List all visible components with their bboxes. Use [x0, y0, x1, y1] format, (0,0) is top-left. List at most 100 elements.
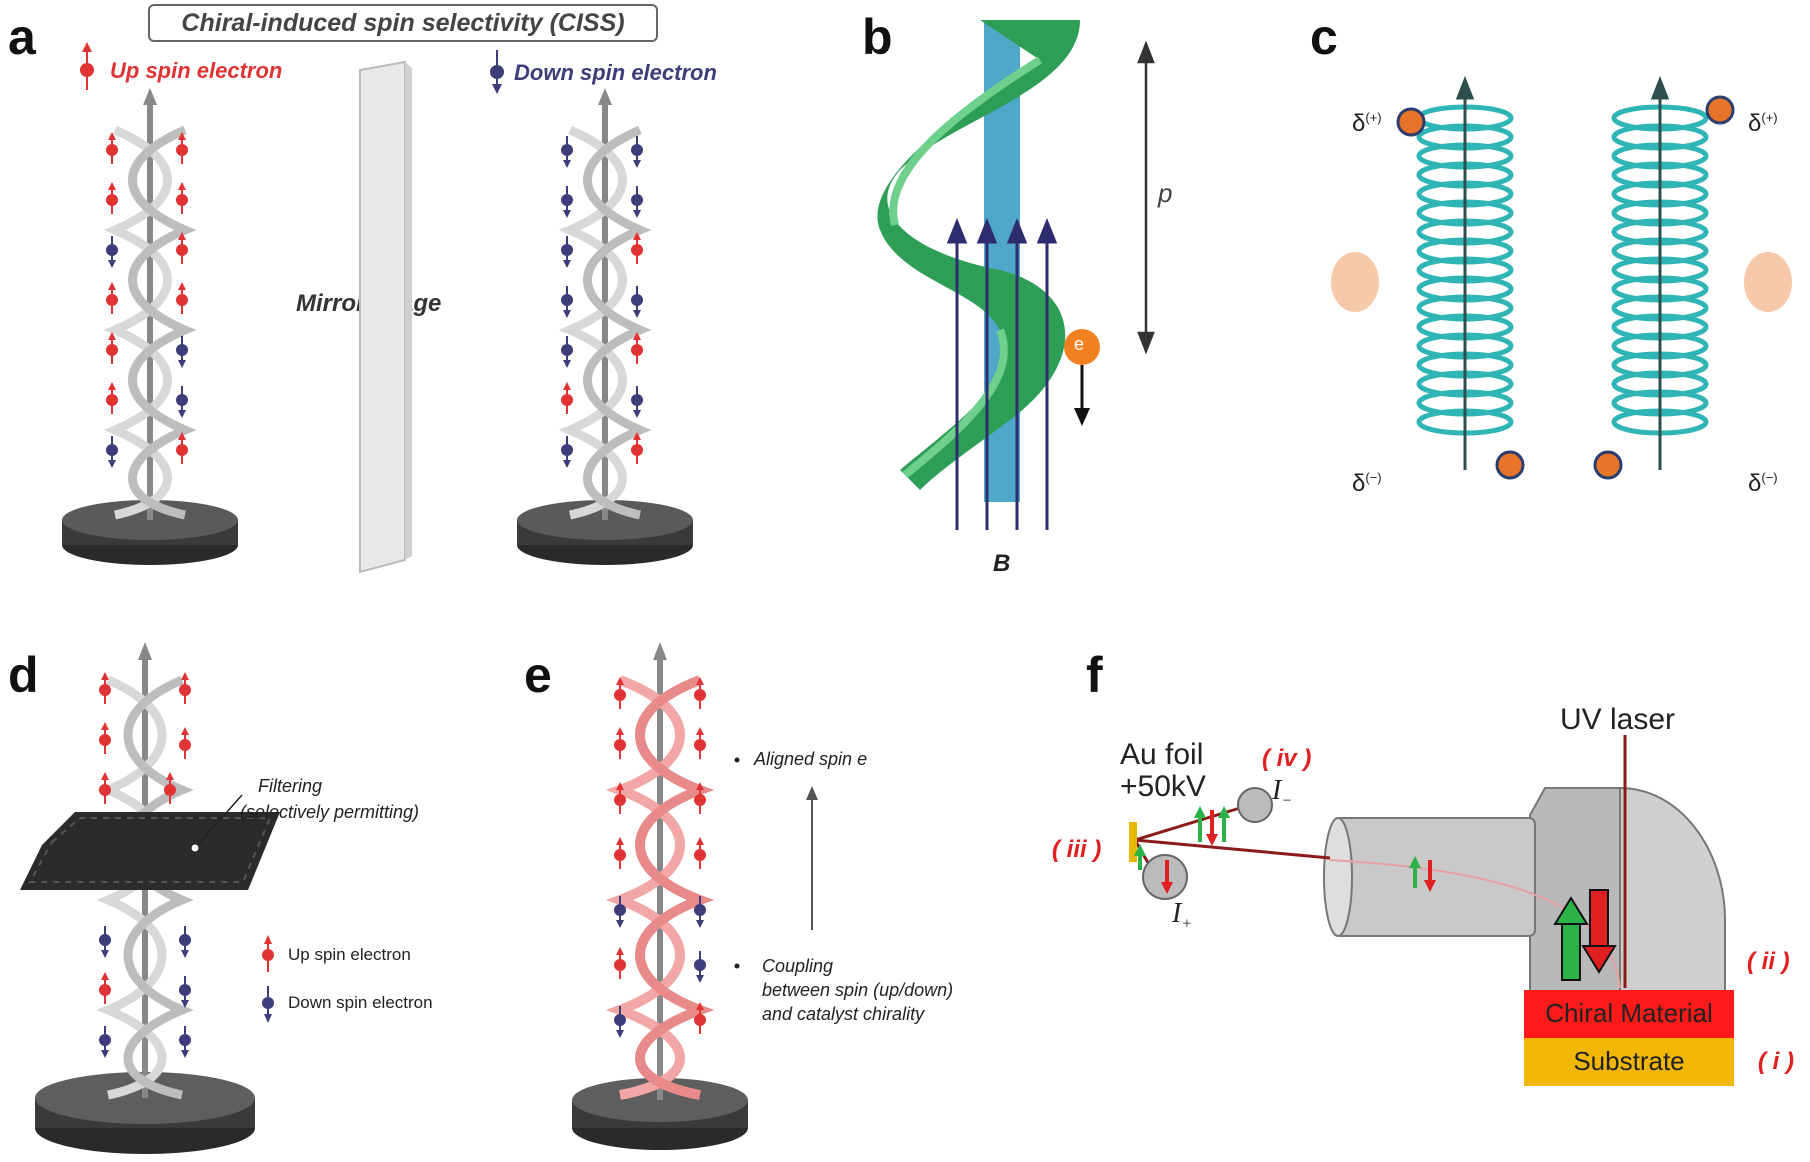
up-spin-marker	[176, 194, 188, 206]
panel-c-label: c	[1310, 9, 1338, 65]
up-spin-marker	[106, 394, 118, 406]
down-spin-marker	[631, 194, 643, 206]
uv-laser-label: UV laser	[1560, 703, 1676, 736]
coil-turn	[1611, 237, 1709, 265]
coil-turn	[1416, 313, 1514, 341]
down-spin-marker	[561, 344, 573, 356]
down-spin-marker	[99, 934, 111, 946]
substrate-label: Substrate	[1573, 1046, 1685, 1076]
up-spin-marker	[614, 739, 626, 751]
coil-turn	[1416, 218, 1514, 246]
hand-icons	[1331, 252, 1792, 312]
up-spin-marker	[631, 244, 643, 256]
up-spin-marker	[694, 794, 706, 806]
delta-minus-right: δ(−)	[1748, 470, 1778, 497]
coil-turn	[1611, 218, 1709, 246]
down-spin-marker	[106, 244, 118, 256]
coil-turn	[1416, 104, 1514, 132]
up-spin-marker	[99, 734, 111, 746]
voltage-label: +50kV	[1120, 770, 1206, 803]
coil-turn	[1611, 294, 1709, 322]
coil-turn	[1416, 275, 1514, 303]
roman-ii-label: ( ii )	[1747, 948, 1790, 975]
up-spin-marker	[694, 1014, 706, 1026]
down-spin-marker	[694, 904, 706, 916]
coil-turn	[1416, 408, 1514, 436]
up-spin-marker	[614, 794, 626, 806]
spin-electrons-c	[1396, 95, 1735, 480]
coil-turn	[1611, 142, 1709, 170]
coil-turn	[1611, 313, 1709, 341]
up-spin-marker	[99, 984, 111, 996]
legend-up-icon	[262, 935, 274, 972]
legend-up-label: Up spin electron	[288, 945, 411, 964]
panel-b-label: b	[862, 9, 893, 65]
roman-iii-label: ( iii )	[1052, 836, 1102, 863]
coil-turn	[1611, 332, 1709, 360]
up-spin-marker	[99, 684, 111, 696]
up-spin-marker	[176, 244, 188, 256]
coil-turn	[1611, 123, 1709, 151]
filtering-label: Filtering	[258, 776, 323, 796]
up-spin-marker	[631, 444, 643, 456]
coil-turn	[1611, 161, 1709, 189]
panel-a-label: a	[8, 9, 36, 65]
up-spin-marker	[176, 294, 188, 306]
up-spin-marker	[176, 444, 188, 456]
coil-turn	[1416, 389, 1514, 417]
chiral-material-label: Chiral Material	[1545, 998, 1713, 1028]
panel-f-label: f	[1086, 647, 1103, 703]
down-spin-marker	[561, 144, 573, 156]
panel-d-label: d	[8, 647, 39, 703]
left-coil	[1416, 104, 1514, 436]
down-spin-marker	[631, 144, 643, 156]
up-spin-label: Up spin electron	[110, 58, 283, 83]
up-spin-marker	[694, 849, 706, 861]
legend-down-icon	[262, 986, 274, 1023]
up-spin-marker	[99, 784, 111, 796]
coupling-line-2: between spin (up/down)	[762, 980, 954, 1000]
coupling-line-1: Coupling	[762, 956, 834, 976]
down-spin-marker	[561, 244, 573, 256]
coil-turn	[1416, 256, 1514, 284]
panel-d-spins	[99, 672, 191, 1058]
coupling-line-3: and catalyst chirality	[762, 1004, 925, 1024]
up-spin-marker	[106, 294, 118, 306]
coil-turn	[1611, 408, 1709, 436]
roman-i-label: ( i )	[1758, 1048, 1794, 1075]
roman-iv-label: ( iv )	[1262, 745, 1312, 772]
down-spin-marker	[179, 984, 191, 996]
up-spin-marker	[614, 689, 626, 701]
coil-turn	[1416, 332, 1514, 360]
coil-turn	[1416, 180, 1514, 208]
up-spin-marker	[561, 394, 573, 406]
down-spin-marker	[614, 1014, 626, 1026]
i-plus-label: I+	[1172, 898, 1193, 933]
pitch-label: p	[1158, 178, 1173, 208]
down-spin-label: Down spin electron	[514, 60, 717, 85]
aligned-spin-label: Aligned spin e	[754, 749, 868, 769]
right-helix-tower	[517, 88, 693, 565]
down-spin-marker	[561, 444, 573, 456]
down-spin-marker	[561, 194, 573, 206]
up-spin-marker	[614, 849, 626, 861]
au-foil-label: Au foil	[1120, 738, 1204, 771]
up-spin-marker	[631, 344, 643, 356]
down-spin-marker	[176, 344, 188, 356]
up-spin-marker	[176, 144, 188, 156]
down-spin-marker	[614, 904, 626, 916]
panel-e-label: e	[524, 647, 552, 703]
down-spin-marker	[106, 444, 118, 456]
coil-turn	[1611, 199, 1709, 227]
down-spin-marker	[631, 394, 643, 406]
coil-turn	[1416, 123, 1514, 151]
coil-turn	[1416, 161, 1514, 189]
coil-turn	[1416, 142, 1514, 170]
down-spin-marker	[631, 294, 643, 306]
down-spin-marker	[179, 934, 191, 946]
magnetic-field-arrows	[946, 217, 1058, 530]
down-spin-legend-icon	[490, 50, 504, 94]
right-coil	[1611, 104, 1709, 436]
down-spin-marker	[694, 959, 706, 971]
coil-turn	[1611, 351, 1709, 379]
